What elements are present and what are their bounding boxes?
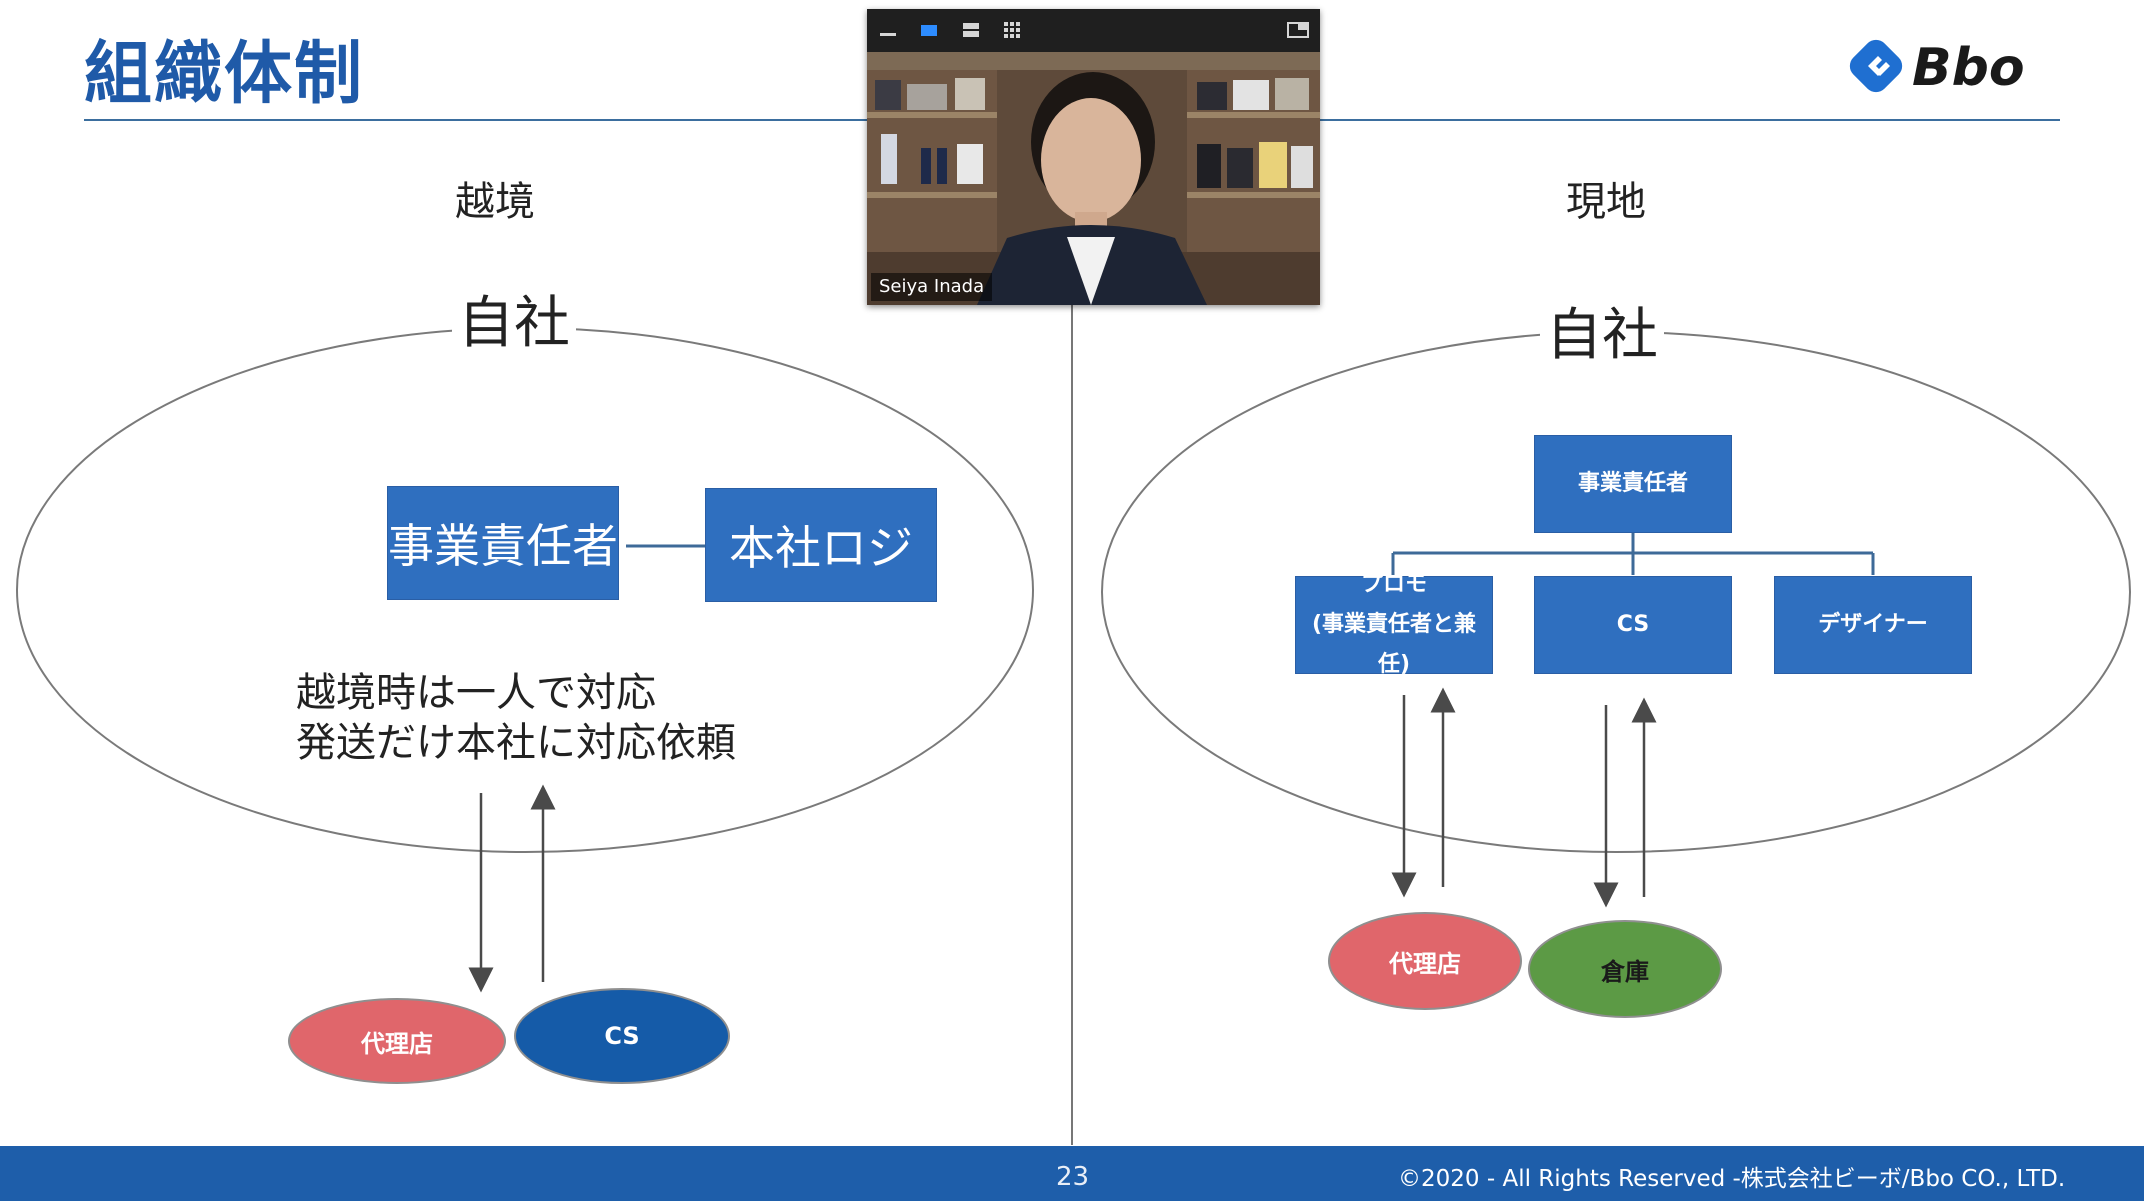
left-note-line1: 越境時は一人で対応: [296, 670, 656, 716]
left-manager-box: 事業責任者: [387, 486, 619, 600]
right-promo-line2: (事業責任者と兼任): [1311, 612, 1477, 677]
left-company-label: 自社: [452, 291, 576, 357]
page-number: 23: [1056, 1162, 1090, 1192]
left-logistics-box: 本社ロジ: [705, 488, 937, 602]
right-manager-box: 事業責任者: [1534, 435, 1732, 533]
right-promo-line1: プロモ: [1360, 572, 1427, 597]
stacked-view-icon[interactable]: [962, 21, 980, 39]
left-agency-oval: 代理店: [288, 998, 506, 1084]
left-cs-oval: CS: [514, 988, 730, 1084]
logo-text: Bbo: [1912, 38, 2025, 98]
exit-fullscreen-icon[interactable]: [1287, 21, 1309, 39]
right-cs-box: CS: [1534, 576, 1732, 674]
slide-footer-bar: [0, 1146, 2144, 1201]
video-toolbar: [867, 9, 1320, 52]
bbo-logo-icon: [1849, 39, 1903, 93]
left-note: 越境時は一人で対応 発送だけ本社に対応依頼: [296, 668, 736, 768]
section-divider: [1071, 300, 1073, 1145]
single-view-icon[interactable]: [920, 21, 938, 39]
right-warehouse-oval: 倉庫: [1528, 920, 1722, 1018]
right-designer-box: デザイナー: [1774, 576, 1972, 674]
right-company-label: 自社: [1540, 303, 1664, 369]
section-heading-local: 現地: [1566, 179, 1646, 225]
participant-name-tag: Seiya Inada: [871, 273, 993, 301]
right-promo-box: プロモ (事業責任者と兼任): [1295, 572, 1493, 677]
copyright-text: ©2020 - All Rights Reserved -株式会社ビーボ/Bbo…: [1398, 1166, 2066, 1192]
page-title: 組織体制: [84, 35, 365, 114]
left-note-line2: 発送だけ本社に対応依頼: [296, 720, 736, 766]
minimize-icon[interactable]: [879, 21, 897, 39]
section-heading-crossborder: 越境: [455, 179, 535, 225]
right-agency-oval: 代理店: [1328, 912, 1522, 1010]
grid-view-icon[interactable]: [1003, 21, 1021, 39]
webcam-feed: [867, 52, 1320, 305]
participant-video-window[interactable]: Seiya Inada: [867, 9, 1320, 305]
